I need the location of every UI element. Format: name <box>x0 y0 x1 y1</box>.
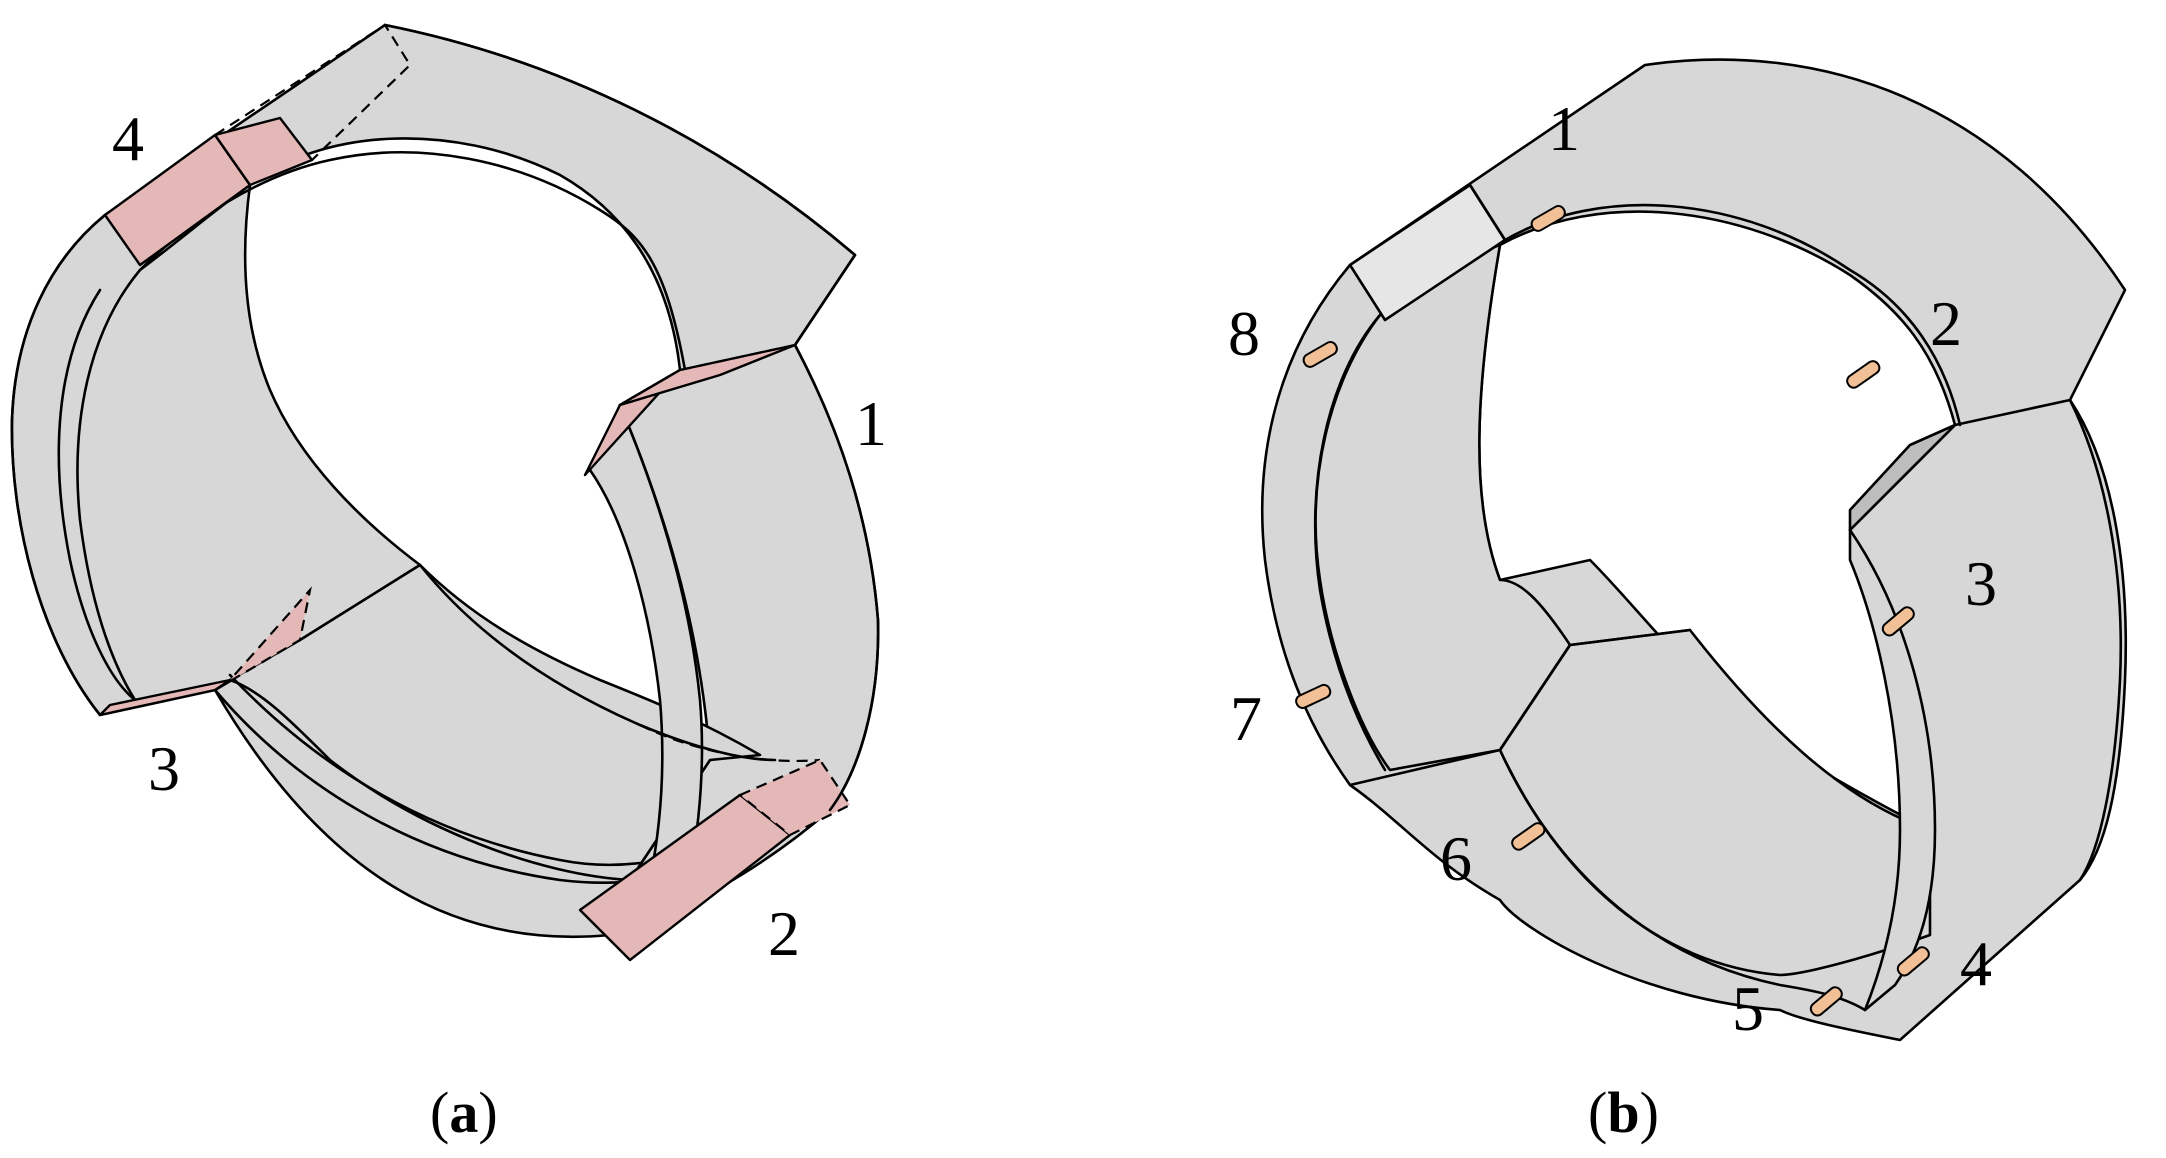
panel-a-outer-outline <box>383 23 880 812</box>
panel-b-bolt-6 <box>1511 822 1546 851</box>
panel-a-label-2: 2 <box>768 898 800 969</box>
panel-a-bottom-rim-edge <box>213 688 652 885</box>
panel-a-caption-close: ) <box>478 1080 497 1145</box>
panel-b-bolt-8 <box>1302 341 1338 368</box>
panel-a-joint-1-hidden <box>679 343 796 372</box>
panel-a-left-outline <box>10 213 107 717</box>
panel-a-joint-4-hidden <box>214 23 412 161</box>
panel-b-bolt-7 <box>1295 683 1332 709</box>
panel-a-joint-3-hidden <box>214 586 312 691</box>
panel-b-rim-edge <box>1503 203 1962 427</box>
panel-b-caption: (b) <box>1588 1080 1659 1145</box>
panel-b-bolt-2 <box>1846 360 1881 389</box>
panel-b-segment-split-bottom <box>1348 628 1692 787</box>
panel-b-segment-split-top <box>1953 398 2072 427</box>
panel-b-segment-split-right <box>2068 398 2123 882</box>
panel-a-label-4: 4 <box>112 103 144 174</box>
panel-b-segment-3-wedge <box>1848 423 1957 532</box>
panel-b-rim-edge-inner <box>1313 313 1387 772</box>
panel-b-segment-split-left <box>1468 183 1507 242</box>
panel-a-label-1: 1 <box>855 388 887 459</box>
panel-b-label-6: 6 <box>1440 823 1472 894</box>
panel-a-caption-open: ( <box>430 1080 449 1145</box>
panel-a-caption: (a) <box>430 1080 498 1145</box>
panel-b-caption-close: ) <box>1640 1080 1659 1145</box>
panel-b-bolt-1 <box>1530 204 1566 232</box>
panel-b-label-3: 3 <box>1965 548 1997 619</box>
panel-b-caption-letter: b <box>1607 1080 1639 1145</box>
panel-a-joint-2-hidden <box>737 758 852 837</box>
panel-b-label-7: 7 <box>1230 683 1262 754</box>
panel-b-label-2: 2 <box>1930 288 1962 359</box>
panel-b-bolt-5 <box>1809 986 1843 1017</box>
panel-a-caption-letter: a <box>449 1080 478 1145</box>
panel-b-bolts <box>1295 204 1930 1017</box>
panel-a-label-3: 3 <box>148 733 180 804</box>
panel-b-label-4: 4 <box>1960 928 1992 999</box>
panel-b-label-8: 8 <box>1228 298 1260 369</box>
panel-a-bottom-rim-edge-inner <box>228 673 642 867</box>
panel-a-hidden-edge <box>639 724 821 763</box>
panel-b-label-5: 5 <box>1732 973 1764 1044</box>
panel-a-ring <box>10 23 880 962</box>
panel-b-caption-open: ( <box>1588 1080 1607 1145</box>
panel-b-bolt-4 <box>1896 946 1930 977</box>
panel-a-labels: 1 2 3 4 <box>112 103 887 969</box>
panel-b-labels: 1 2 3 4 5 6 7 8 <box>1228 93 1997 1044</box>
panel-b-ring <box>1260 58 2128 1042</box>
panel-a-rim-edge-inner <box>57 288 137 702</box>
panel-b-bolt-3 <box>1881 606 1915 637</box>
panel-b-label-1: 1 <box>1548 93 1580 164</box>
